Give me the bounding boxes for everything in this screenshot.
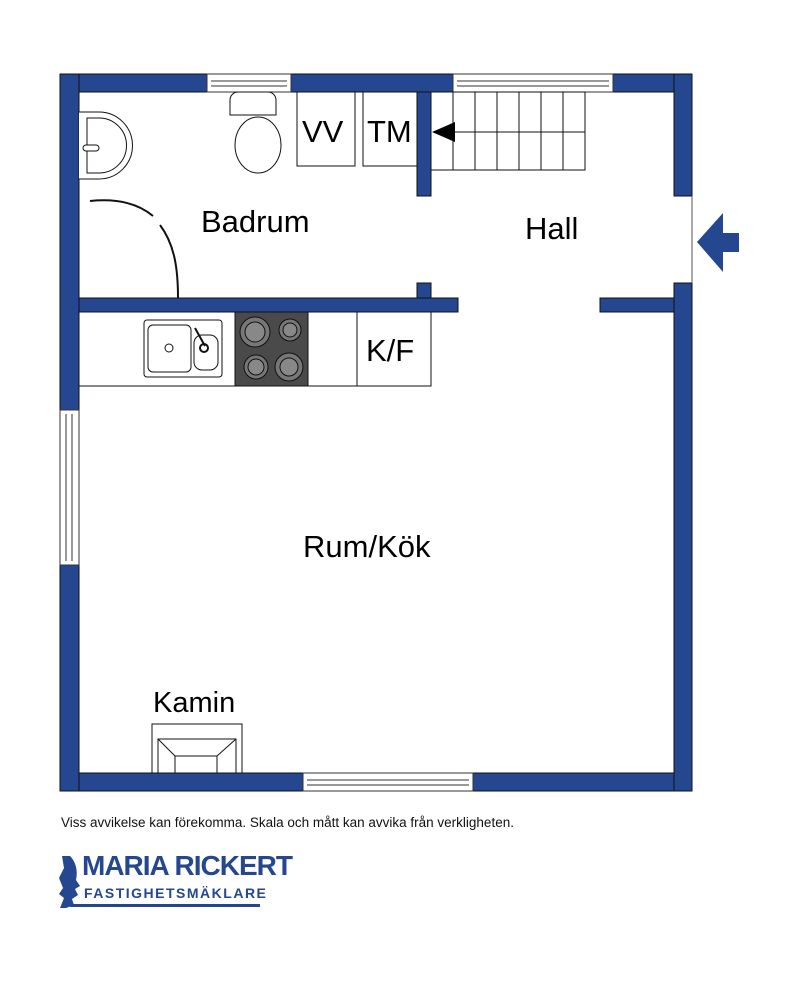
room-label-rum-kok: Rum/Kök — [303, 529, 431, 564]
tm-box — [362, 91, 418, 167]
stairs — [430, 91, 586, 171]
company-logo: MARIA RICKERT FASTIGHETSMÄKLARE — [60, 852, 293, 912]
label-tm: TM — [367, 114, 412, 149]
windows — [59, 73, 614, 792]
toilet — [229, 91, 277, 116]
logo-underline — [70, 904, 260, 907]
shower-curtain — [89, 199, 179, 299]
logo-name: MARIA RICKERT — [82, 850, 293, 881]
walls — [59, 73, 693, 792]
logo-face-icon — [59, 856, 80, 908]
disclaimer-text: Viss avvikelse kan förekomma. Skala och … — [61, 815, 514, 830]
stair-arrow-icon — [432, 122, 455, 142]
label-vv: VV — [302, 114, 344, 149]
room-label-badrum: Badrum — [201, 204, 310, 239]
label-kf: K/F — [366, 333, 415, 368]
label-kamin: Kamin — [153, 687, 236, 719]
room-label-hall: Hall — [525, 211, 579, 246]
appliances — [78, 91, 432, 774]
vv-box — [296, 91, 356, 167]
entrance-arrow-icon — [697, 213, 739, 272]
logo-subtitle: FASTIGHETSMÄKLARE — [84, 885, 268, 901]
